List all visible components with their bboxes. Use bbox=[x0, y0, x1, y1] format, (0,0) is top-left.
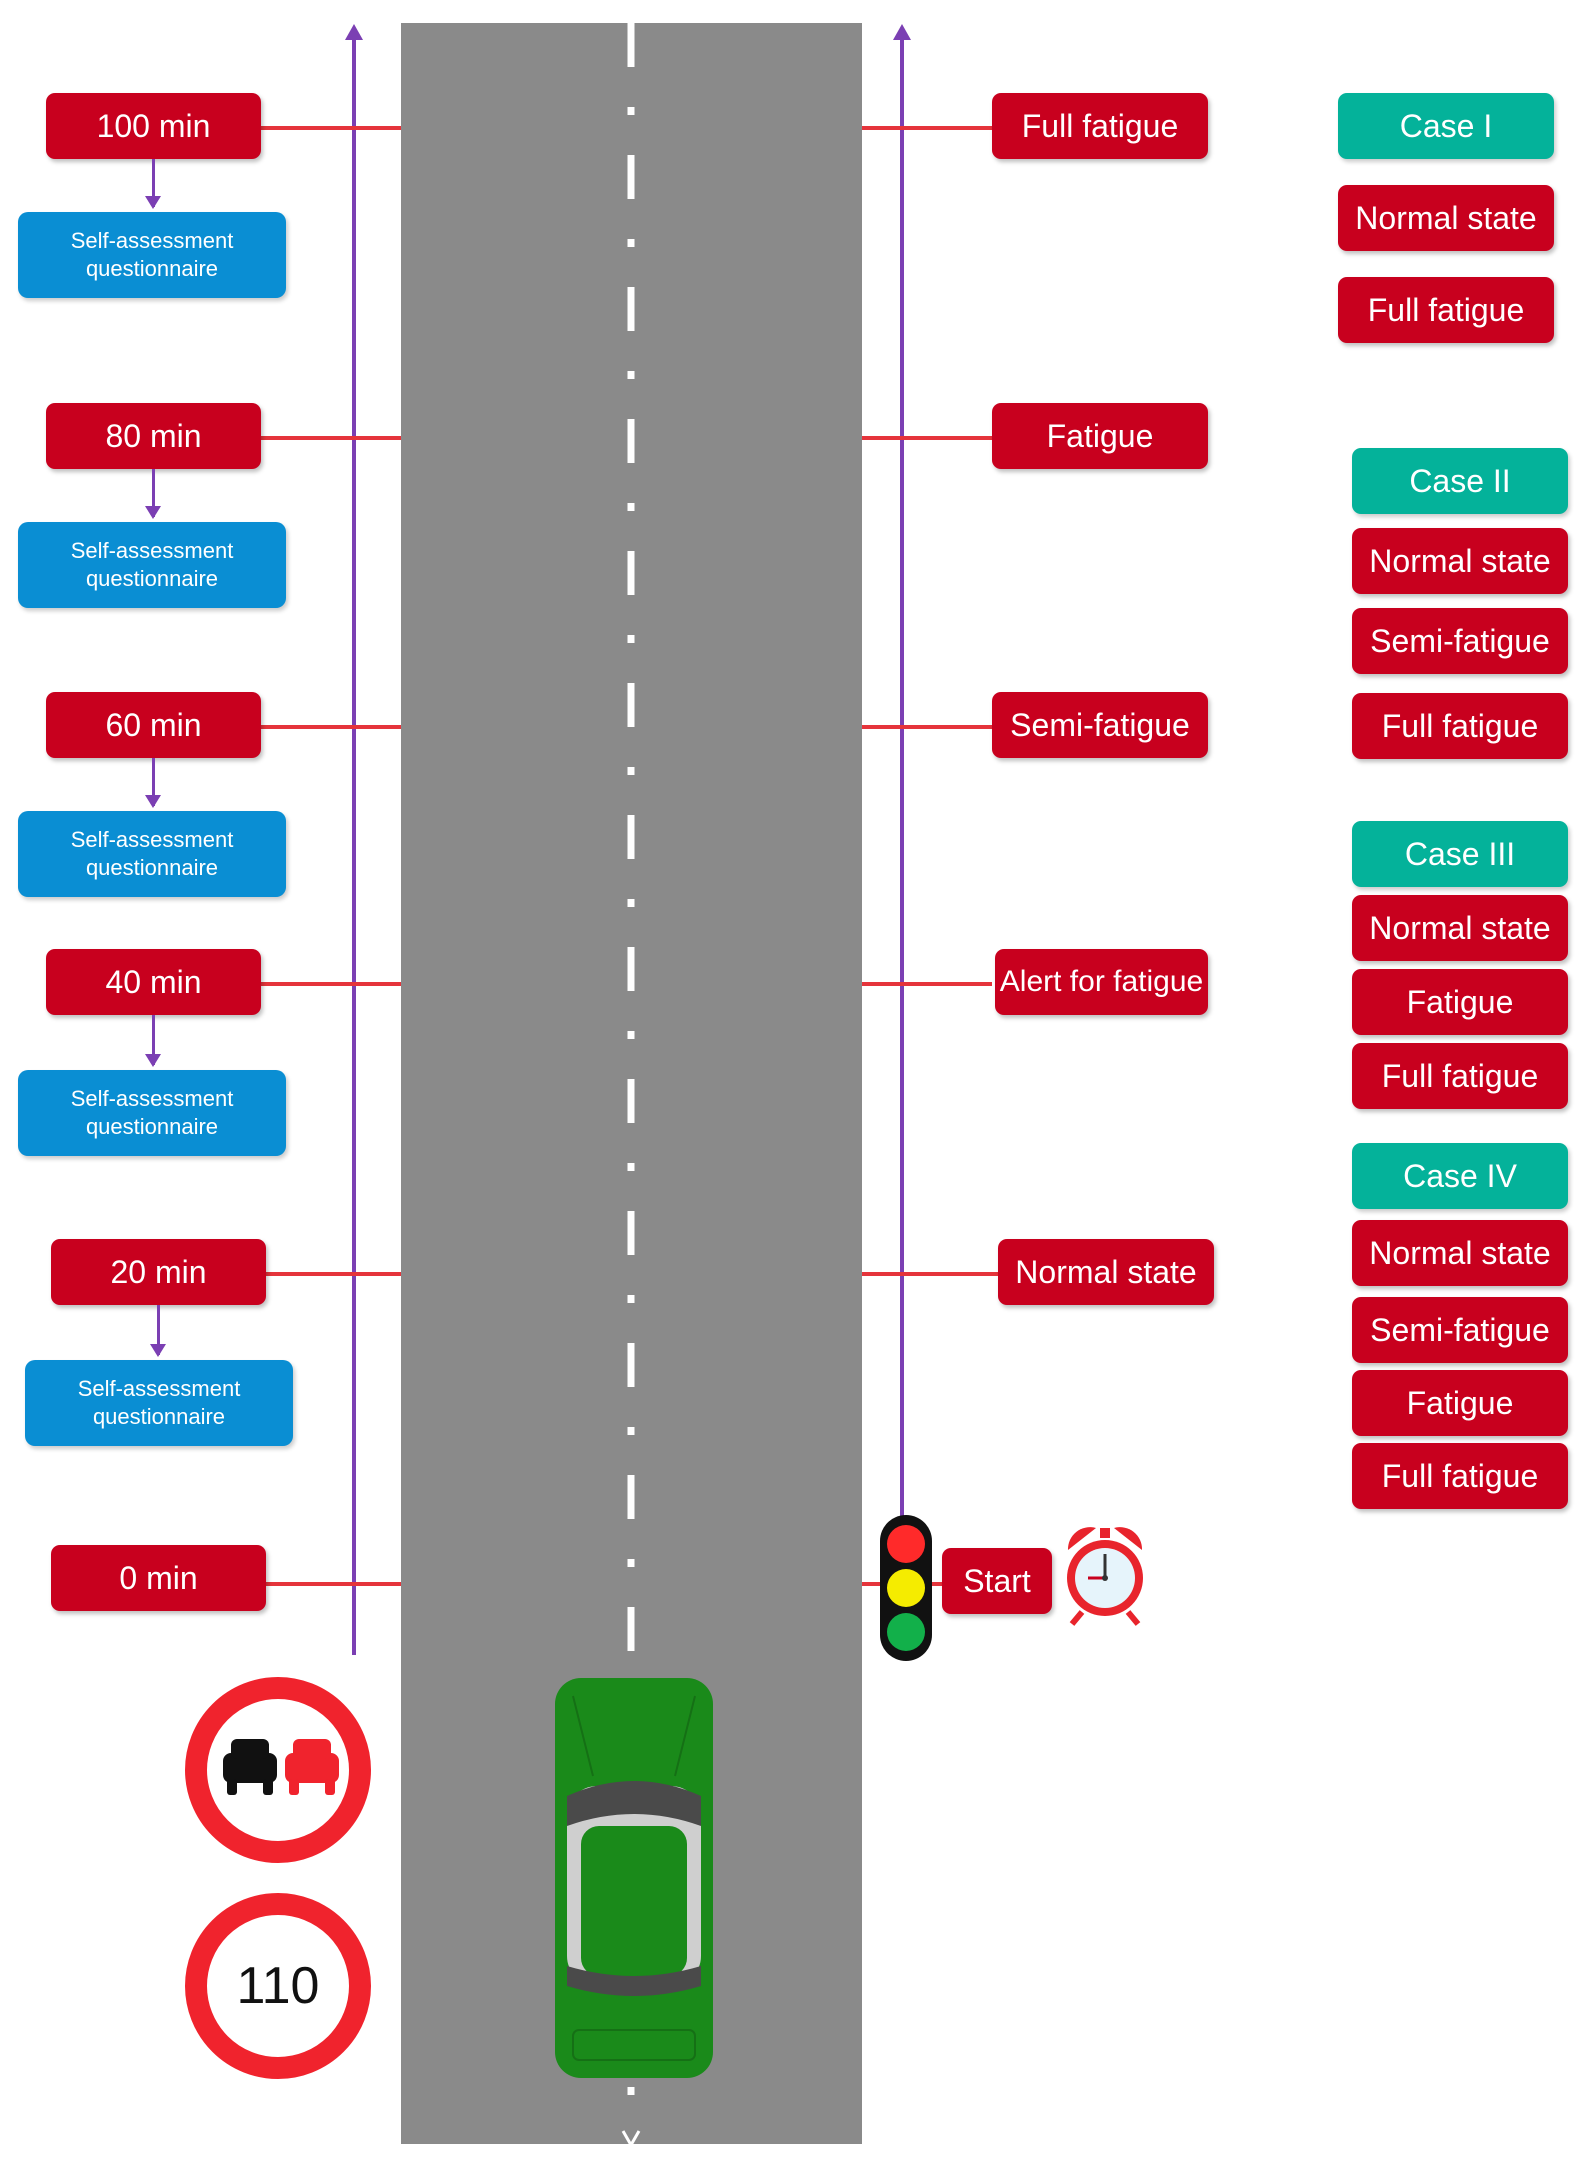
speed-limit-value: 110 bbox=[236, 1957, 320, 2015]
marker-line-60-right bbox=[862, 725, 992, 729]
left-timeline-arrow-icon bbox=[345, 24, 363, 40]
time-box-40: 40 min bbox=[46, 949, 261, 1015]
speed-limit-sign-icon: 110 bbox=[185, 1893, 371, 2079]
arrow-60-to-questionnaire bbox=[145, 758, 161, 808]
arrow-40-to-questionnaire bbox=[145, 1015, 161, 1067]
marker-line-20-left bbox=[266, 1272, 401, 1276]
marker-line-40-right bbox=[862, 982, 992, 986]
case-3-state: Full fatigue bbox=[1352, 1043, 1568, 1109]
time-box-20: 20 min bbox=[51, 1239, 266, 1305]
right-timeline bbox=[900, 38, 904, 1518]
time-box-80: 80 min bbox=[46, 403, 261, 469]
marker-line-80-left bbox=[261, 436, 401, 440]
arrow-100-to-questionnaire bbox=[145, 159, 161, 209]
time-box-100: 100 min bbox=[46, 93, 261, 159]
arrow-20-to-questionnaire bbox=[150, 1305, 166, 1357]
state-box-60: Semi-fatigue bbox=[992, 692, 1208, 758]
questionnaire-box-80: Self-assessment questionnaire bbox=[18, 522, 286, 608]
start-box: Start bbox=[942, 1548, 1052, 1614]
case-4-state: Semi-fatigue bbox=[1352, 1297, 1568, 1363]
case-3-state: Normal state bbox=[1352, 895, 1568, 961]
questionnaire-box-100: Self-assessment questionnaire bbox=[18, 212, 286, 298]
time-box-0: 0 min bbox=[51, 1545, 266, 1611]
traffic-light-icon bbox=[880, 1515, 932, 1661]
state-box-80: Fatigue bbox=[992, 403, 1208, 469]
alarm-clock-icon bbox=[1067, 1527, 1143, 1626]
marker-line-100-left bbox=[261, 126, 401, 130]
right-timeline-arrow-icon bbox=[893, 24, 911, 40]
case-4-state: Normal state bbox=[1352, 1220, 1568, 1286]
state-box-40: Alert for fatigue bbox=[995, 949, 1208, 1015]
questionnaire-box-40: Self-assessment questionnaire bbox=[18, 1070, 286, 1156]
left-timeline bbox=[352, 38, 356, 1655]
marker-line-80-right bbox=[862, 436, 992, 440]
marker-line-60-left bbox=[261, 725, 401, 729]
cars-icon bbox=[223, 1739, 339, 1795]
marker-line-40-left bbox=[261, 982, 401, 986]
marker-line-100-right bbox=[862, 126, 992, 130]
case-4-state: Full fatigue bbox=[1352, 1443, 1568, 1509]
yellow-light-icon bbox=[887, 1569, 925, 1607]
questionnaire-box-60: Self-assessment questionnaire bbox=[18, 811, 286, 897]
state-box-100: Full fatigue bbox=[992, 93, 1208, 159]
no-overtaking-sign-icon bbox=[185, 1677, 371, 1863]
case-3-state: Fatigue bbox=[1352, 969, 1568, 1035]
green-light-icon bbox=[887, 1613, 925, 1651]
case-2-state: Semi-fatigue bbox=[1352, 608, 1568, 674]
case-3-title: Case III bbox=[1352, 821, 1568, 887]
car-icon bbox=[555, 1678, 713, 2078]
case-2-title: Case II bbox=[1352, 448, 1568, 514]
case-2-state: Full fatigue bbox=[1352, 693, 1568, 759]
case-1-title: Case I bbox=[1338, 93, 1554, 159]
marker-line-0-left bbox=[266, 1582, 401, 1586]
case-1-state: Full fatigue bbox=[1338, 277, 1554, 343]
red-light-icon bbox=[887, 1525, 925, 1563]
case-2-state: Normal state bbox=[1352, 528, 1568, 594]
state-box-20: Normal state bbox=[998, 1239, 1214, 1305]
marker-line-20-right bbox=[862, 1272, 998, 1276]
time-box-60: 60 min bbox=[46, 692, 261, 758]
arrow-80-to-questionnaire bbox=[145, 469, 161, 519]
questionnaire-box-20: Self-assessment questionnaire bbox=[25, 1360, 293, 1446]
case-4-state: Fatigue bbox=[1352, 1370, 1568, 1436]
case-4-title: Case IV bbox=[1352, 1143, 1568, 1209]
case-1-state: Normal state bbox=[1338, 185, 1554, 251]
